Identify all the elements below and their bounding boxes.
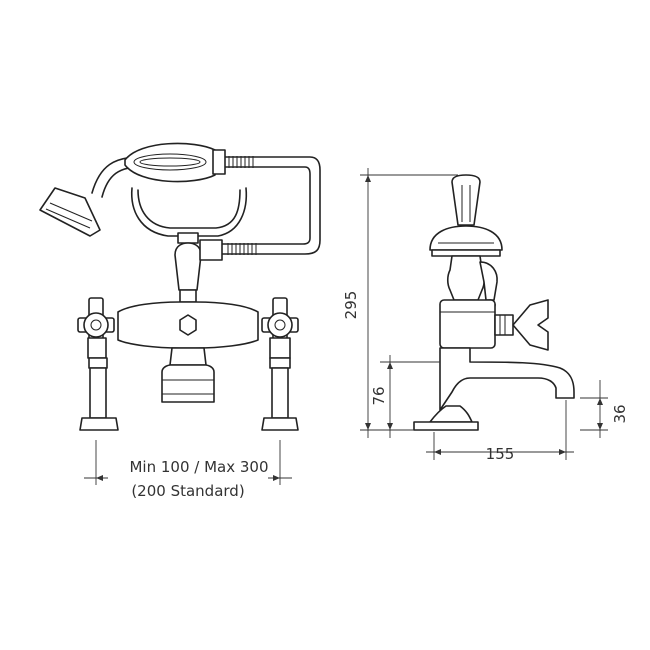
handset-cradle-inner <box>137 189 241 229</box>
height-spout-dimension <box>380 355 440 438</box>
rose-ring <box>49 202 93 222</box>
right-leg <box>261 357 299 431</box>
height-total-label: 295 <box>342 291 360 320</box>
left-cross-handle <box>77 297 115 359</box>
valve-stem <box>494 314 514 336</box>
handset-cradle <box>130 187 248 237</box>
left-leg <box>79 357 119 431</box>
handle-grip <box>133 153 207 171</box>
diverter-collar <box>179 289 197 303</box>
side-base-flare <box>429 405 473 423</box>
hex-nut <box>179 314 197 336</box>
side-cross-handle <box>512 299 549 351</box>
height-total-dimension <box>360 168 458 438</box>
width-label-line2: (200 Standard) <box>131 482 244 500</box>
side-view <box>360 168 608 460</box>
width-label-line1: Min 100 / Max 300 <box>129 458 268 476</box>
rose-ring-2 <box>45 208 91 229</box>
clearance-label: 36 <box>611 404 629 423</box>
diverter-top <box>177 232 199 244</box>
clearance-dimension <box>580 380 608 438</box>
bell-cap <box>429 225 503 251</box>
handle-ferrule <box>212 149 226 175</box>
side-base-plate <box>413 421 479 431</box>
side-spout <box>439 347 575 411</box>
body-column <box>446 255 486 301</box>
spout-outlet <box>161 364 215 403</box>
height-spout-label: 76 <box>370 386 388 405</box>
hose-connector <box>199 239 223 261</box>
diverter-lever <box>174 242 202 291</box>
projection-label: 155 <box>486 445 515 463</box>
valve-block <box>439 299 496 349</box>
hose-ribs <box>224 156 257 255</box>
width-dimension <box>84 440 292 485</box>
hose-outer <box>91 156 321 255</box>
hose-inner <box>101 166 311 245</box>
spout-neck <box>169 347 207 366</box>
handset-handle <box>124 142 216 183</box>
projection-dimension <box>426 400 574 460</box>
front-view <box>39 142 321 485</box>
handle-grip-inner <box>139 157 201 167</box>
bell-rim <box>431 249 501 257</box>
hanger-arm <box>451 174 481 226</box>
right-cross-handle <box>261 297 299 359</box>
